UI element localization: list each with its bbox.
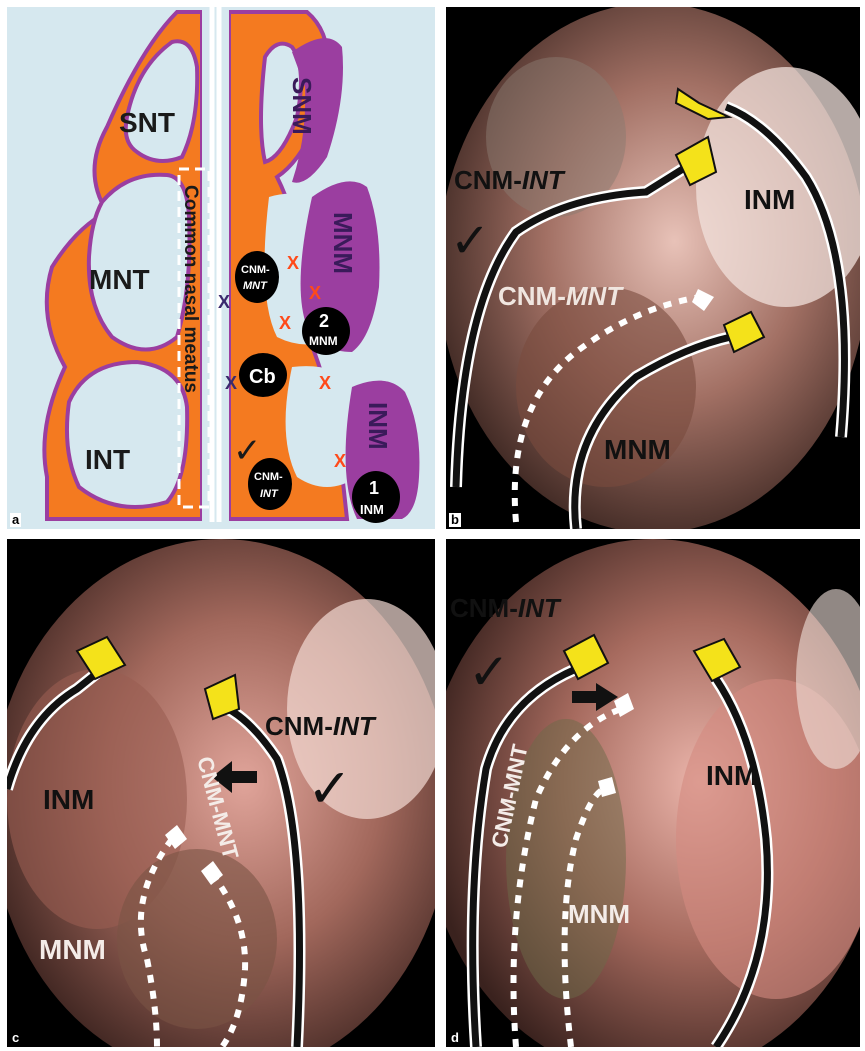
panel-letter-b: b — [449, 513, 461, 527]
cross-mark-4: X — [319, 373, 331, 393]
label-c-inm: INM — [43, 784, 94, 815]
endoscopic-view-d: CNM-INT ✓ INM MNM CNM-MNT — [446, 539, 860, 1047]
oval-mnm-number: 2 — [319, 311, 329, 331]
panel-letter-c: c — [10, 1031, 21, 1045]
label-d-inm: INM — [706, 760, 757, 791]
label-common-nasal-meatus: Common nasal meatus — [180, 185, 201, 393]
septum-gap — [202, 7, 229, 529]
cross-mark-dark-1: X — [218, 292, 230, 312]
superior-turbinate-cavity — [126, 41, 197, 161]
panel-letter-d: d — [449, 1031, 461, 1045]
endoscopic-view-b: CNM-INT ✓ CNM-MNT INM MNM — [446, 7, 860, 529]
label-inm: INM — [363, 402, 393, 450]
oval-cb-label: Cb — [249, 366, 276, 388]
label-mnm: MNM — [328, 212, 358, 274]
label-d-cnm-int: CNM-INT — [450, 593, 562, 623]
panel-b-endoscopy: CNM-INT ✓ CNM-MNT INM MNM b — [446, 7, 860, 529]
label-snm: SNM — [287, 77, 317, 135]
cross-mark-2: X — [309, 283, 321, 303]
check-mark-a: ✓ — [233, 432, 262, 470]
label-b-mnm: MNM — [604, 434, 671, 465]
oval-mnm-label: MNM — [309, 334, 338, 348]
oval-cnm-int-line2: INT — [260, 488, 279, 500]
middle-turbinate-cavity — [89, 175, 190, 350]
label-b-inm: INM — [744, 184, 795, 215]
oval-cnm-mnt — [235, 251, 279, 303]
cross-mark-5: X — [334, 451, 346, 471]
label-int: INT — [85, 444, 130, 475]
check-mark-c: ✓ — [307, 759, 352, 819]
check-mark-d: ✓ — [468, 644, 510, 700]
cross-mark-dark-2: X — [225, 373, 237, 393]
label-c-mnm: MNM — [39, 934, 106, 965]
inferior-turbinate-cavity — [67, 362, 187, 507]
panel-letter-a: a — [10, 513, 21, 527]
label-d-mnm: MNM — [568, 899, 630, 929]
check-mark-b: ✓ — [450, 215, 490, 268]
panel-c-endoscopy: CNM-INT ✓ INM MNM CNM-MNT c — [7, 539, 435, 1047]
endoscopic-view-c: CNM-INT ✓ INM MNM CNM-MNT — [7, 539, 435, 1047]
oval-cnm-mnt-line1: CNM- — [241, 264, 270, 276]
oval-inm-label: INM — [360, 502, 384, 517]
label-c-cnm-int: CNM-INT — [265, 711, 377, 741]
label-snt: SNT — [119, 107, 175, 138]
nasal-cavity-diagram: SNT MNT INT SNM MNM INM Common nasal mea… — [7, 7, 435, 529]
oval-cnm-int-line1: CNM- — [254, 471, 283, 483]
label-b-cnm-int: CNM-INT — [454, 165, 566, 195]
oval-inm-number: 1 — [369, 478, 379, 498]
cross-mark-1: X — [287, 253, 299, 273]
cross-mark-3: X — [279, 313, 291, 333]
panel-a-schematic: SNT MNT INT SNM MNM INM Common nasal mea… — [7, 7, 435, 529]
label-mnt: MNT — [89, 264, 150, 295]
label-b-cnm-mnt: CNM-MNT — [498, 281, 624, 311]
panel-d-endoscopy: CNM-INT ✓ INM MNM CNM-MNT d — [446, 539, 860, 1047]
oval-cnm-mnt-line2: MNT — [243, 280, 268, 292]
